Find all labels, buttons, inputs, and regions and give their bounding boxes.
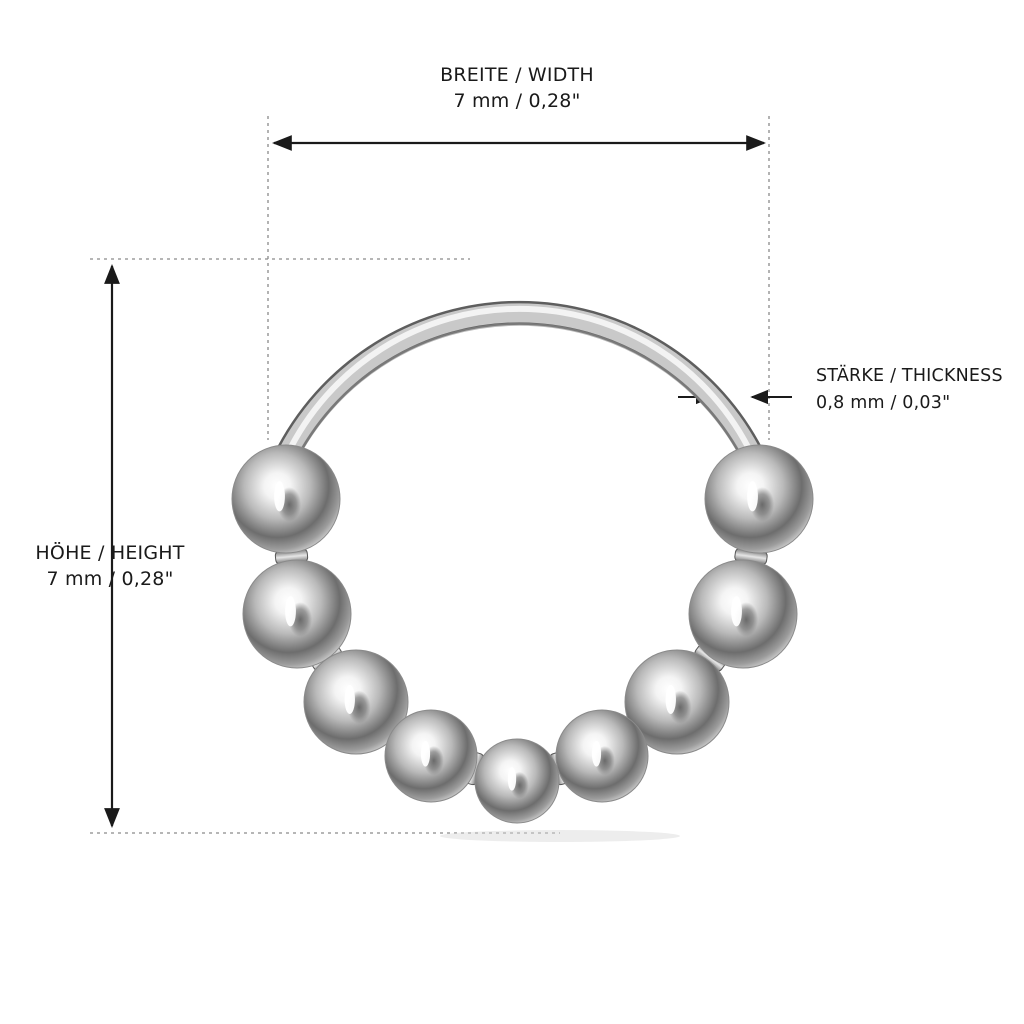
ring-bead xyxy=(384,709,478,803)
ring-bead xyxy=(474,738,560,824)
ring-wire xyxy=(272,300,767,472)
ring-bead xyxy=(303,649,409,755)
ring-shadow xyxy=(440,830,680,842)
thickness-value: 0,8 mm / 0,03" xyxy=(816,393,951,413)
thickness-title: STÄRKE / THICKNESS xyxy=(816,366,1003,386)
height-label: HÖHE / HEIGHT 7 mm / 0,28" xyxy=(10,540,210,592)
width-title: BREITE / WIDTH xyxy=(440,64,594,86)
width-label: BREITE / WIDTH 7 mm / 0,28" xyxy=(367,62,667,114)
bead-group xyxy=(231,444,814,824)
ring-bead xyxy=(624,649,730,755)
thickness-label: STÄRKE / THICKNESS 0,8 mm / 0,03" xyxy=(816,363,1021,417)
height-value: 7 mm / 0,28" xyxy=(46,568,174,590)
ring-bead xyxy=(555,709,649,803)
ring-bead xyxy=(688,559,798,669)
ring-bead xyxy=(231,444,341,554)
height-title: HÖHE / HEIGHT xyxy=(35,542,185,564)
guide-lines xyxy=(90,116,770,834)
ring-bead xyxy=(704,444,814,554)
ring-bead xyxy=(242,559,352,669)
width-value: 7 mm / 0,28" xyxy=(453,90,581,112)
